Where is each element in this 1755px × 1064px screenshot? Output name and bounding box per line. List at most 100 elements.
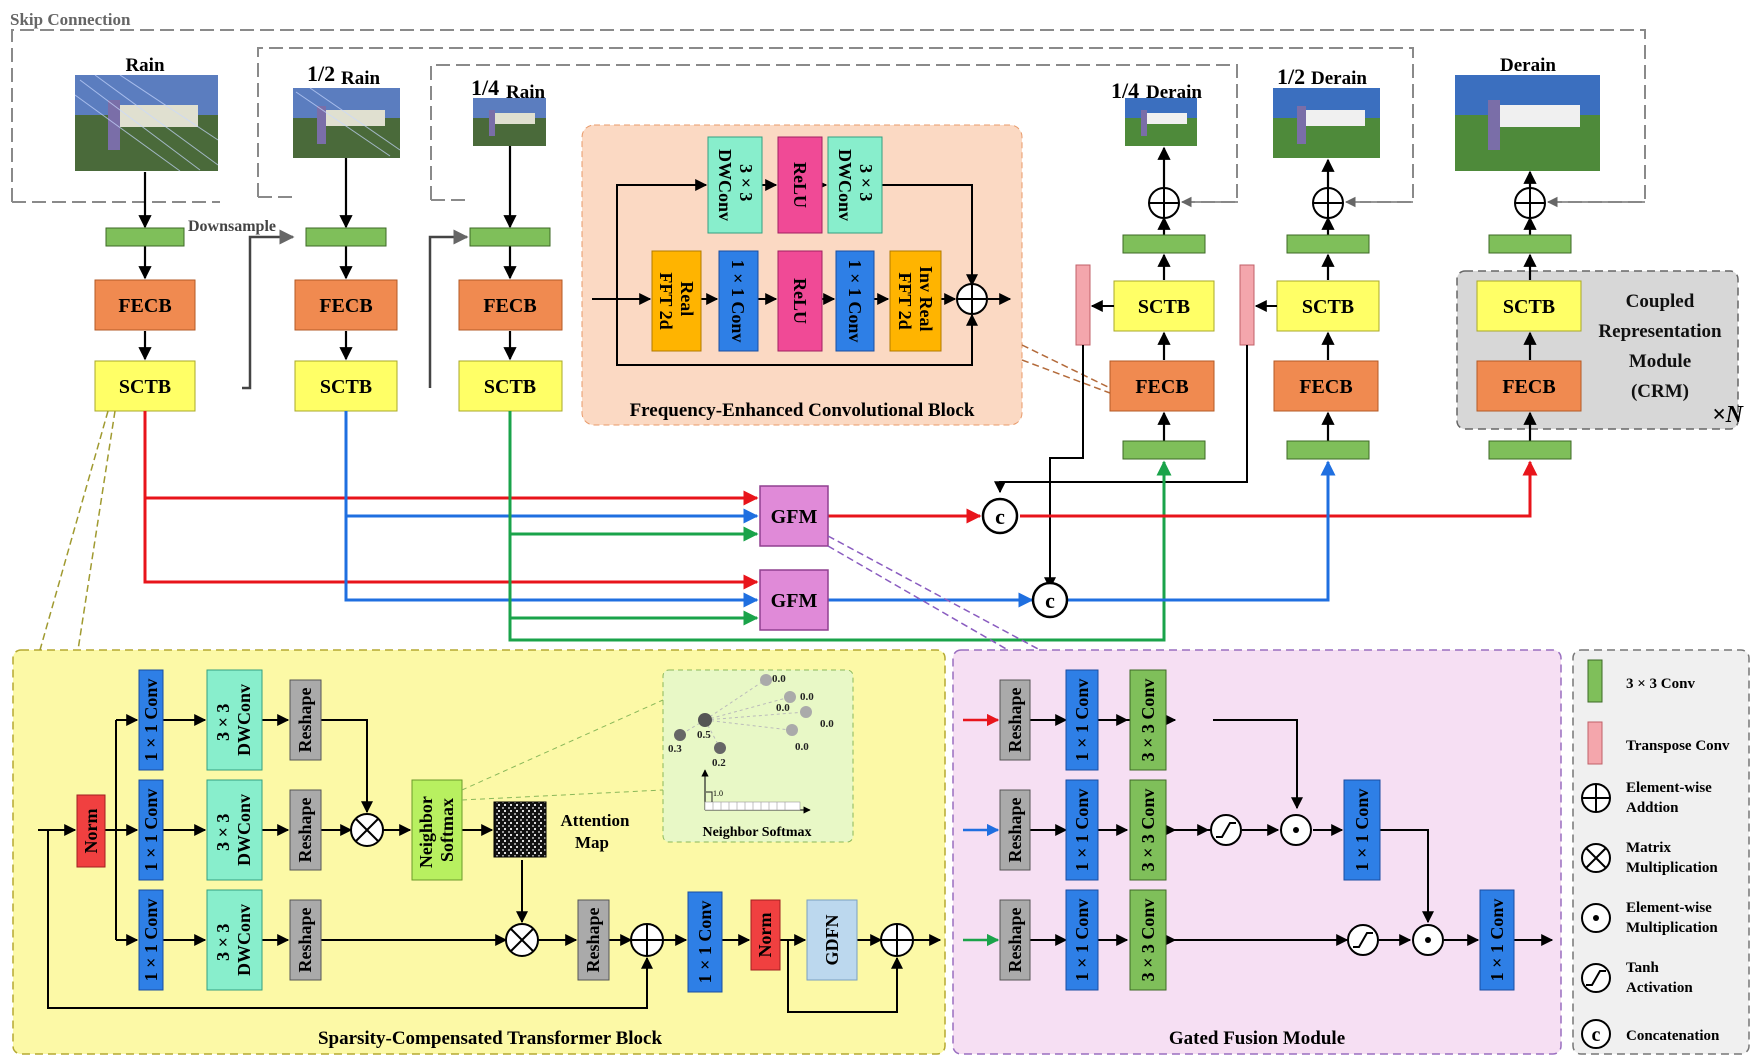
- sctb-enc-1-label: SCTB: [119, 376, 171, 398]
- fecb-dwconv-1-b: DWConv: [715, 149, 735, 221]
- neighbor-softmax-caption: Neighbor Softmax: [702, 825, 811, 840]
- sctb-dwconv-v-b: DWConv: [234, 904, 254, 976]
- conv3x3-dec-1-bottom: [1122, 440, 1206, 460]
- bar-plot-one-label: 1.0: [713, 789, 723, 798]
- gfm-title: Gated Fusion Module: [1169, 1028, 1345, 1049]
- sctb-dwconv-k: [206, 779, 263, 881]
- gfm-reshape-2: [999, 789, 1031, 871]
- gfm-reshape-3: [999, 899, 1031, 981]
- sctb-title: Sparsity-Compensated Transformer Block: [318, 1028, 663, 1049]
- svg-text:3 × 3 DWConv: 3 × 3 DWConv: [213, 904, 254, 976]
- attention-map-image: [493, 801, 547, 858]
- fecb-crm: [1476, 360, 1582, 412]
- transpose-conv-1: [1075, 264, 1091, 346]
- sctb-dwconv-k-a: 3 × 3: [213, 814, 233, 851]
- fecb-conv1x1-2: [835, 250, 875, 352]
- gfm-conv1x1-1: [1065, 669, 1099, 771]
- conv3x3-dec-3-top: [1488, 234, 1572, 254]
- sctb-dec-1-label: SCTB: [1138, 296, 1190, 318]
- node-label-left: 0.3: [668, 743, 682, 755]
- sctb-norm-2: [750, 899, 781, 971]
- rain-label: Rain: [125, 55, 165, 76]
- half-rain-image: [293, 87, 401, 158]
- conv3x3-enc-3: [469, 227, 551, 247]
- node-label-2: 0.0: [800, 691, 814, 703]
- fecb-dwconv-2: [827, 136, 883, 234]
- legend-conv3x3-label: 3 × 3 Conv: [1626, 676, 1695, 692]
- legend-panel: [1572, 649, 1750, 1055]
- gfm-1: [759, 485, 829, 547]
- sctb-zoom-line-2: [77, 410, 116, 651]
- softmax-graph-nodes: [674, 674, 812, 754]
- gfm-conv1x1-2: [1065, 779, 1099, 881]
- gfm-conv3x3-2: [1129, 779, 1167, 881]
- sctb-conv1x1-out: [687, 891, 723, 993]
- sctb-conv1x1-k-label: 1 × 1 Conv: [141, 789, 161, 872]
- sctb-dec-2: [1276, 280, 1380, 332]
- fecb-conv1x1-1: [718, 250, 759, 352]
- legend-add-label-1: Element-wise: [1626, 780, 1712, 796]
- conv3x3-enc-1: [105, 227, 185, 247]
- legend-elemmul-label-1: Element-wise: [1626, 900, 1712, 916]
- transpose-wires: [994, 300, 1277, 590]
- legend-elemmul-label-2: Multiplication: [1626, 920, 1718, 936]
- gfm-zoom-line-1: [827, 535, 1041, 651]
- fecb-dwconv-2-a: 3 × 3: [856, 164, 876, 201]
- fecb-relu-1: [777, 136, 823, 234]
- quarter-derain-label: Derain: [1146, 82, 1202, 103]
- fecb-relu-2-label: ReLU: [790, 278, 810, 324]
- softmax-bar-plot: 1.0: [701, 769, 811, 814]
- downsample-arrows: [242, 229, 469, 390]
- half-derain-image: [1273, 88, 1380, 158]
- half-frac-left: 1/2: [307, 61, 335, 86]
- fecb-enc-1-label: FECB: [118, 295, 171, 317]
- fecb-conv1x1-2-label: 1 × 1 Conv: [845, 260, 865, 343]
- legend-transpose-label: Transpose Conv: [1626, 738, 1730, 754]
- concat-icon-2-glyph: c: [1045, 588, 1055, 613]
- gfm-reshape-2-label: Reshape: [1005, 797, 1025, 862]
- skip-connection-label: Skip Connection: [10, 10, 131, 29]
- times-n-label: ×N: [1712, 402, 1745, 428]
- sctb-neighbor-softmax-b: Softmax: [437, 798, 457, 862]
- sctb-crm-label: SCTB: [1503, 296, 1555, 318]
- sctb-enc-2-label: SCTB: [320, 376, 372, 398]
- neighbor-softmax-panel: [662, 669, 854, 843]
- rain-image: [74, 74, 219, 172]
- gfm-2: [759, 569, 829, 631]
- fecb-relu-2: [777, 250, 823, 352]
- fecb-title: Frequency-Enhanced Convolutional Block: [630, 400, 975, 421]
- half-frac-right: 1/2: [1277, 64, 1305, 89]
- crm-label-3: Module: [1629, 351, 1691, 372]
- gfm-reshape-1-label: Reshape: [1005, 687, 1025, 752]
- svg-text:c: c: [1592, 1024, 1601, 1046]
- transpose-conv-2: [1239, 264, 1255, 346]
- red-route-gfm2: [143, 498, 759, 590]
- sctb-dec-1: [1113, 280, 1215, 332]
- conv3x3-dec-2-top: [1286, 234, 1370, 254]
- node-label-3: 0.0: [820, 718, 834, 730]
- fecb-dec-2-label: FECB: [1299, 376, 1352, 398]
- sctb-dwconv-v: [206, 889, 263, 991]
- legend-add-label-2: Addtion: [1626, 800, 1679, 816]
- fecb-relu-1-label: ReLU: [790, 162, 810, 208]
- derain-label: Derain: [1500, 55, 1556, 76]
- quarter-frac-left: 1/4: [471, 75, 499, 100]
- fecb-conv1x1-1-label: 1 × 1 Conv: [728, 260, 748, 343]
- sctb-enc-3: [458, 360, 563, 412]
- node-label-center: 0.5: [697, 729, 711, 741]
- fecb-dec-1-label: FECB: [1135, 376, 1188, 398]
- fecb-detail-wires: [592, 179, 1012, 366]
- gfm-conv1x1-3: [1065, 889, 1099, 991]
- sctb-conv1x1-k: [138, 779, 164, 881]
- gfm-conv3x3-3-label: 3 × 3 Conv: [1138, 899, 1158, 982]
- sctb-dwconv-q: [206, 669, 263, 771]
- quarter-rain-label: Rain: [506, 82, 546, 103]
- fecb-real-fft-b: FFT 2d: [656, 272, 676, 329]
- derain-image: [1455, 75, 1600, 171]
- gfm-conv1x1-3-label: 1 × 1 Conv: [1072, 899, 1092, 982]
- sctb-reshape-q-label: Reshape: [295, 687, 315, 752]
- fecb-enc-3: [458, 279, 563, 331]
- sctb-dwconv-q-b: DWConv: [234, 684, 254, 756]
- encoder-arrows: [138, 146, 517, 361]
